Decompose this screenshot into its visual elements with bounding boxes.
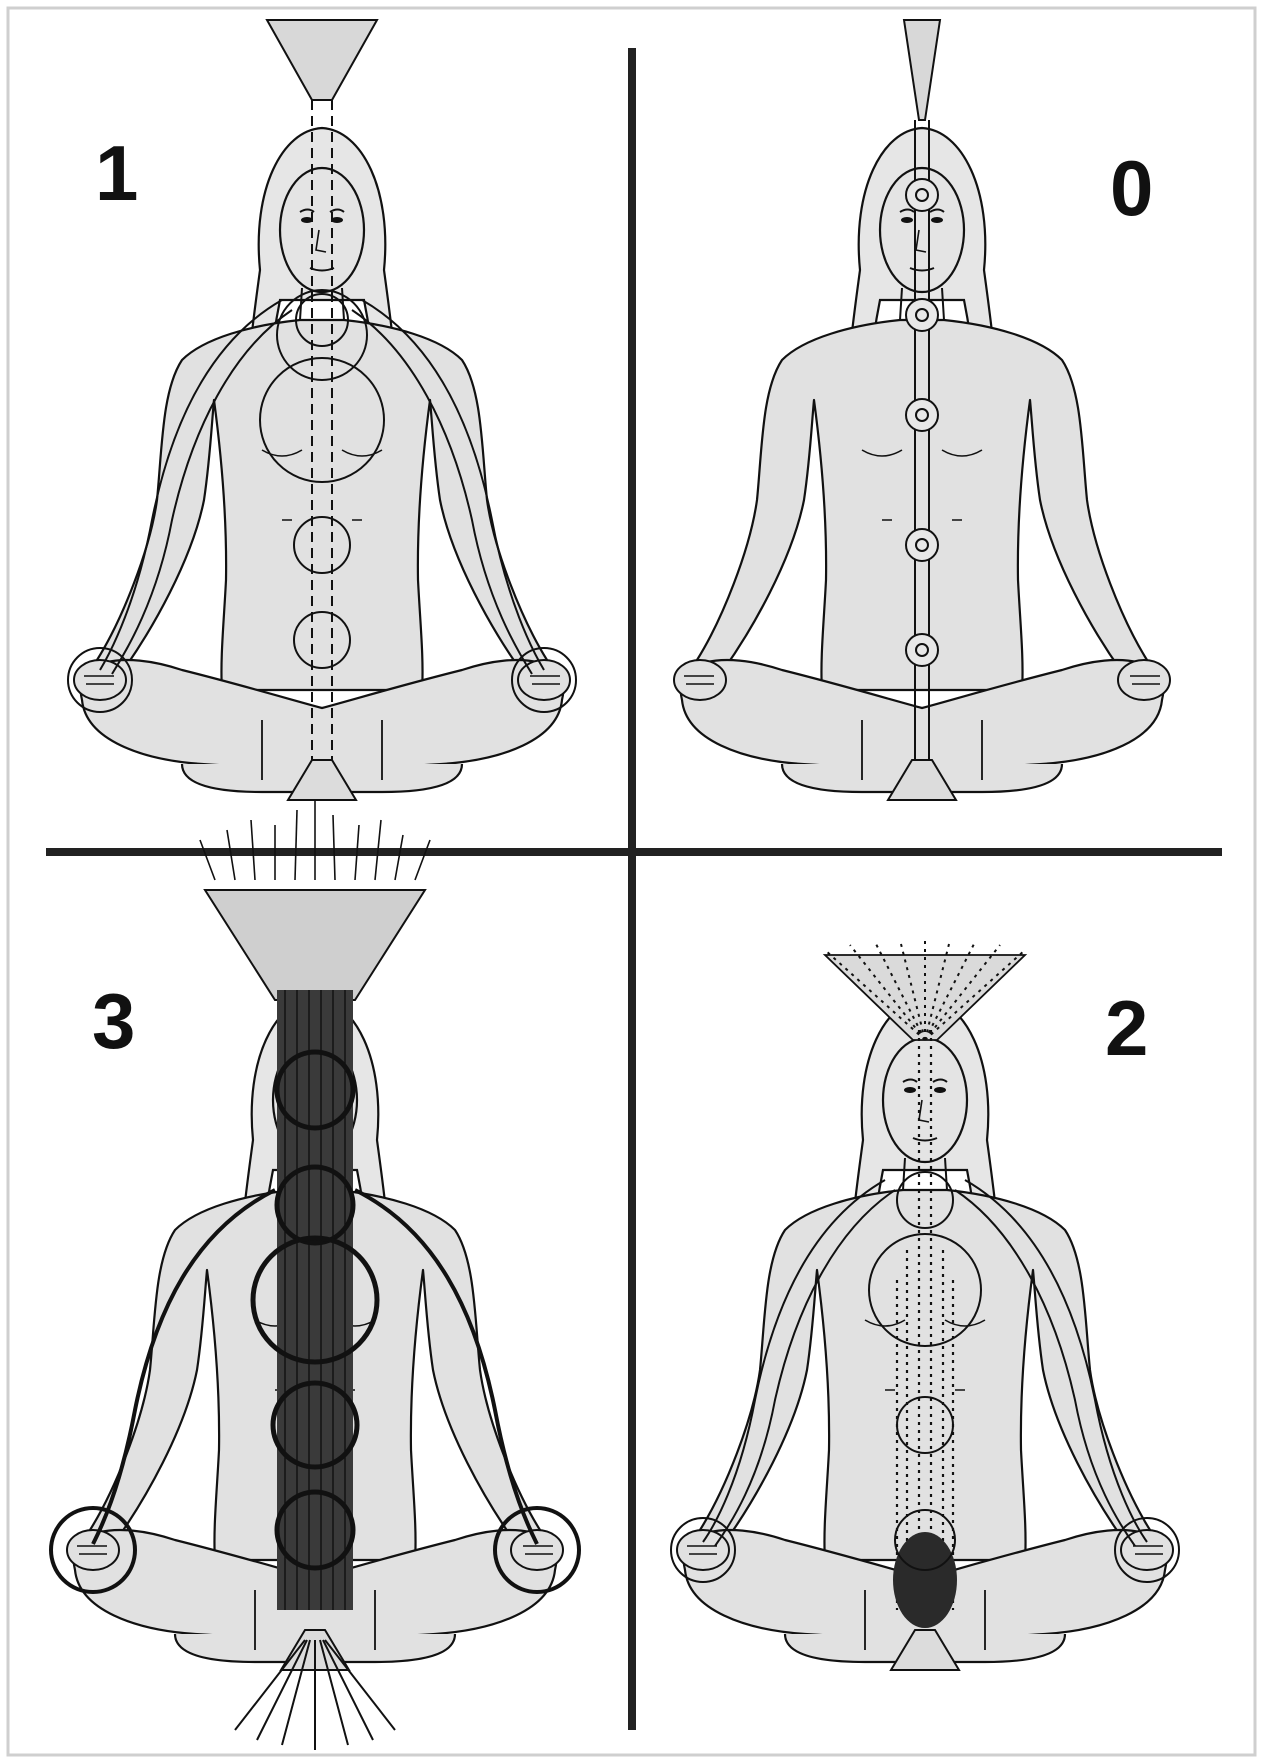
root-energy (893, 1532, 957, 1628)
chakra-ring-icon (906, 299, 938, 331)
chakra-ring-icon (906, 634, 938, 666)
panel-bottom-right (671, 938, 1179, 1670)
panel-label-2: 2 (1105, 984, 1148, 1072)
energy-column (277, 990, 353, 1610)
panel-top-right (674, 20, 1170, 800)
chakra-ring-icon (906, 529, 938, 561)
chakra-ring-icon (906, 179, 938, 211)
panel-top-left (68, 20, 576, 800)
panel-label-0: 0 (1110, 144, 1153, 232)
chakra-ring-icon (906, 399, 938, 431)
energy-rays-top (200, 800, 430, 880)
panel-bottom-left (51, 800, 579, 1750)
panel-label-3: 3 (92, 977, 135, 1065)
panel-label-1: 1 (95, 129, 138, 217)
